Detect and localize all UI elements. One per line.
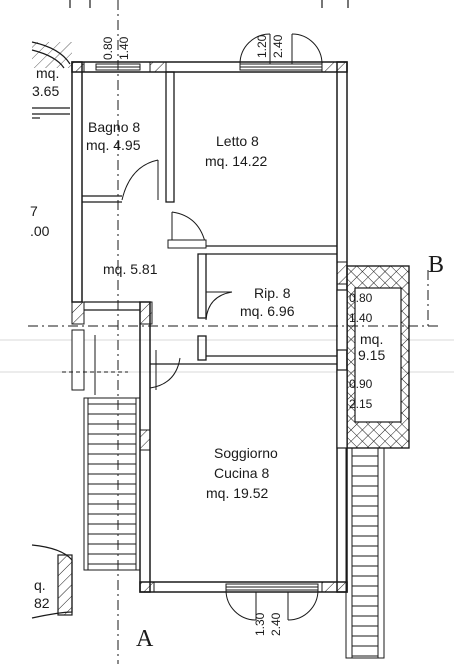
balcone-area-1: mq. [360,331,383,347]
soggiorno-window-width: 1.30 [253,612,267,636]
letto-area: mq. 14.22 [205,153,267,169]
balcony-window-width: 0.80 [349,291,373,305]
window-letto [239,33,323,71]
neighbour-top-area: mq. [36,65,59,81]
neighbour-mid-b: .00 [30,223,50,239]
window-soggiorno [225,583,319,621]
neighbour-bay-bottom [31,544,73,619]
soggiorno-window-height: 2.40 [269,612,283,636]
neighbour-bottom-area: q. [34,577,46,593]
bagno-window-height: 1.40 [117,36,131,60]
main-stairs [83,397,141,571]
interior-walls [82,71,337,365]
ripostiglio-name: Rip. 8 [254,285,291,301]
soggiorno-area: mq. 19.52 [206,485,268,501]
balcony-window-height: 1.40 [349,311,373,325]
balcone-area-2: 9.15 [358,347,385,363]
neighbour-bay-top [31,41,72,119]
bagno-window-width: 0.80 [101,36,115,60]
section-lines [28,0,440,664]
ripostiglio-area: mq. 6.96 [240,303,295,319]
top-edge-lines [69,0,349,8]
letto-name: Letto 8 [216,133,259,149]
section-marker-a: A [136,626,154,652]
bagno-name: Bagno 8 [88,119,140,135]
neighbour-mid-a: 7 [30,203,38,219]
balcony-door-height: 2.15 [349,397,373,411]
doors [62,159,233,395]
neighbour-bottom-value: 82 [34,595,50,611]
balcony-door-width: 0.90 [349,377,373,391]
wall-corner-hatches [71,61,348,593]
disimpegno-area: mq. 5.81 [103,261,158,277]
balcony [336,265,410,449]
balcony-stairs [345,447,385,659]
bagno-area: mq. 4.95 [86,137,141,153]
soggiorno-name-2: Cucina 8 [214,465,269,481]
letto-window-width: 1.20 [255,34,269,58]
section-marker-b: B [428,252,444,278]
letto-window-height: 2.40 [271,34,285,58]
soggiorno-name-1: Soggiorno [214,445,278,461]
neighbour-top-value: 3.65 [32,83,59,99]
